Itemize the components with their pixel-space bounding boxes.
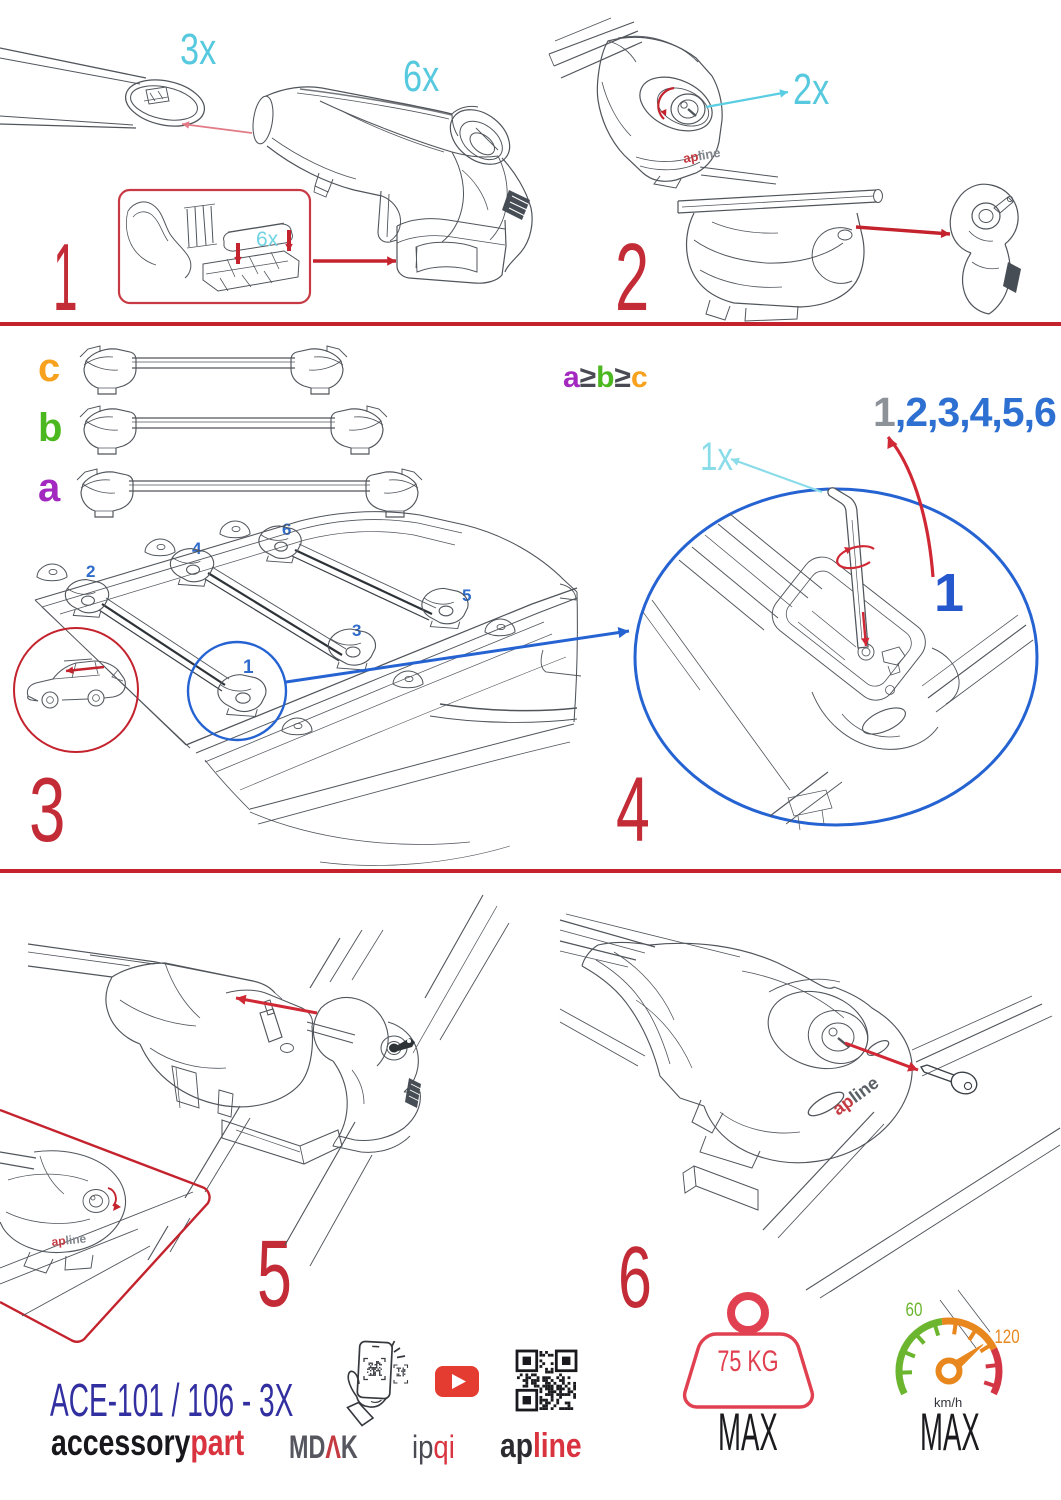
svg-text:apline: apline bbox=[51, 1231, 87, 1249]
svg-text:120: 120 bbox=[994, 1325, 1019, 1347]
svg-text:60: 60 bbox=[906, 1298, 923, 1320]
svg-text:75 KG: 75 KG bbox=[717, 1343, 778, 1377]
svg-text:6x: 6x bbox=[256, 228, 279, 251]
svg-text:apline: apline bbox=[829, 1072, 883, 1119]
svg-text:apline: apline bbox=[682, 145, 722, 166]
